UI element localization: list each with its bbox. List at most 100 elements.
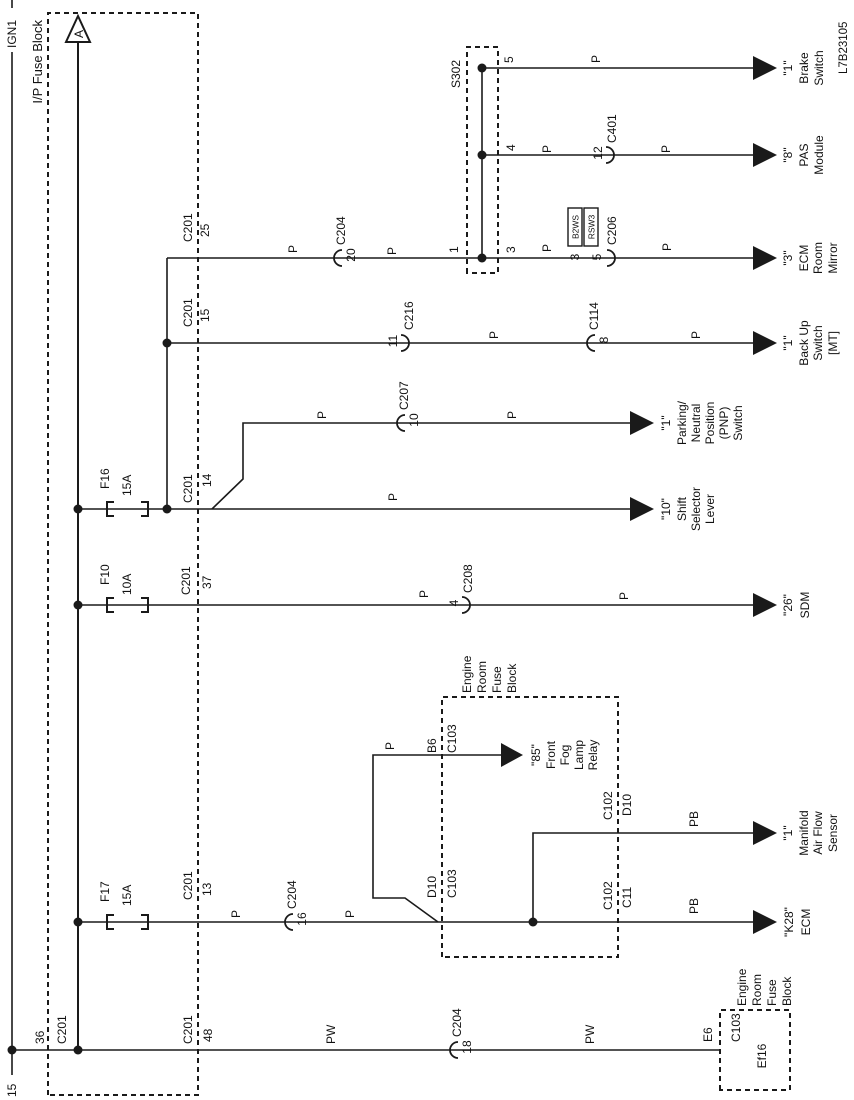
maf-branch: C102 D10 PB "1" Manifold Air Flow Sensor <box>532 791 840 922</box>
c103-label: C103 <box>729 1013 743 1042</box>
ecm-pin: "K28" <box>782 907 796 937</box>
c201-label: C201 <box>181 871 195 900</box>
c201-pin15: 15 <box>198 308 212 322</box>
mirror-name: ECM <box>797 245 811 272</box>
ef16-title-line: Block <box>780 976 794 1006</box>
erfb-title-line: Engine <box>460 655 474 693</box>
maf-wire <box>532 832 753 922</box>
wire-color-p: P <box>540 244 554 252</box>
pnp-name: Neutral <box>689 404 703 443</box>
c103-label: C103 <box>445 724 459 753</box>
mirror-name: Mirror <box>826 242 840 273</box>
pas-module-circuit: P 12 C401 P "8" PAS Module <box>482 114 826 175</box>
pnp-pin: "1" <box>659 415 673 430</box>
mirror-pin: "3" <box>781 250 795 265</box>
fuse-rating: 10A <box>120 574 134 595</box>
wire-color-pw: PW <box>324 1024 338 1044</box>
s302-pin4: 4 <box>504 144 518 151</box>
s302-pin3: 3 <box>504 246 518 253</box>
diagram-number: L7B23105 <box>838 22 850 74</box>
arrow-to-brake-switch <box>753 56 777 80</box>
wire-color-pw: PW <box>583 1024 597 1044</box>
wire-color-p: P <box>505 411 519 419</box>
continuation-arrow-icon <box>64 13 92 43</box>
c401-pin12: 12 <box>591 146 605 160</box>
s302-box <box>466 46 499 274</box>
maf-name: Sensor <box>826 814 840 852</box>
sdm-name: SDM <box>798 592 812 619</box>
engine-room-fuse-block: Engine Room Fuse Block <box>441 655 619 958</box>
c201-label: C201 <box>55 1015 69 1044</box>
ip-fuse-block-title: I/P Fuse Block <box>30 20 45 104</box>
wire-color-p: P <box>617 592 631 600</box>
fuse-name: F10 <box>98 564 112 585</box>
c201-pin36: 36 <box>33 1030 47 1044</box>
c103-pin-b6: B6 <box>425 738 439 753</box>
fog-relay-pin: "85" <box>529 744 543 766</box>
shift-pin: "10" <box>659 498 673 520</box>
fog-relay-name: Fog <box>558 745 572 766</box>
shift-name: Shift <box>675 496 689 521</box>
pnp-name: Parking/ <box>675 400 689 445</box>
arrow-to-shift-selector <box>630 497 654 521</box>
backup-switch-circuit: 11 C216 P 8 C114 P "1" Back Up Switch [M… <box>167 301 840 366</box>
c216-pin11: 11 <box>386 334 400 347</box>
pnp-wire <box>211 422 630 510</box>
brake-switch-circuit: P "1" Brake Switch <box>482 50 826 86</box>
fuse-name: F16 <box>98 468 112 489</box>
c102-label: C102 <box>601 791 615 820</box>
arrow-to-fog-lamp-relay <box>501 743 523 767</box>
option-code-box <box>583 207 599 247</box>
fog-relay-name: Relay <box>586 740 600 771</box>
ef16-title-line: Room <box>750 974 764 1006</box>
maf-name: Manifold <box>797 810 811 855</box>
wire-color-p: P <box>385 247 399 255</box>
shift-name: Selector <box>689 487 703 531</box>
wire-color-p: P <box>315 411 329 419</box>
erfb-title-line: Fuse <box>490 666 504 693</box>
ecm-name: ECM <box>799 909 813 936</box>
fog-relay-name: Front <box>544 740 558 769</box>
brake-name: Brake <box>797 52 811 84</box>
wire-color-p: P <box>383 742 397 750</box>
room-mirror-circuit: P 20 C204 P P 3 5 B2WS RSW3 C206 P "3" E… <box>167 207 840 274</box>
c204-label: C204 <box>334 216 348 245</box>
ef16-title-line: Fuse <box>765 979 779 1006</box>
pas-name: PAS <box>797 143 811 166</box>
backup-name: Switch <box>811 325 825 360</box>
c204-label: C204 <box>450 1008 464 1037</box>
connector-c208-arc <box>461 596 471 614</box>
pas-name: Module <box>812 135 826 175</box>
wire-color-p: P <box>540 145 554 153</box>
c207-pin10: 10 <box>407 413 421 427</box>
ign1-label: IGN1 <box>5 20 19 48</box>
fuse-rating: 15A <box>120 475 134 496</box>
brake-name: Switch <box>812 50 826 85</box>
connector-c204-arc <box>284 913 294 931</box>
connector-c206-arc <box>606 249 616 267</box>
c201-label: C201 <box>179 566 193 595</box>
c204-pin20: 20 <box>344 248 358 262</box>
wire-color-p: P <box>589 55 603 63</box>
s302-label: S302 <box>449 60 463 88</box>
c206-label: C206 <box>605 216 619 245</box>
fuse-name: F17 <box>98 881 112 902</box>
option-code-box <box>567 207 583 247</box>
arrow-to-maf-sensor <box>753 821 777 845</box>
c401-label: C401 <box>605 114 619 143</box>
c201-pin13: 13 <box>200 882 214 896</box>
wire-color-pb: PB <box>687 811 701 827</box>
fuse-f10: F10 10A <box>98 564 149 613</box>
fog-branch-wire <box>372 754 501 923</box>
erfb-title-line: Room <box>475 661 489 693</box>
maf-name: Air Flow <box>811 811 825 855</box>
pnp-name: Switch <box>731 405 745 440</box>
wire-color-p: P <box>386 493 400 501</box>
wire-color-p: P <box>229 910 243 918</box>
s302-splice: S302 1 3 4 5 <box>447 46 518 274</box>
arrow-to-ecm <box>753 910 777 934</box>
arrow-to-sdm <box>753 593 777 617</box>
